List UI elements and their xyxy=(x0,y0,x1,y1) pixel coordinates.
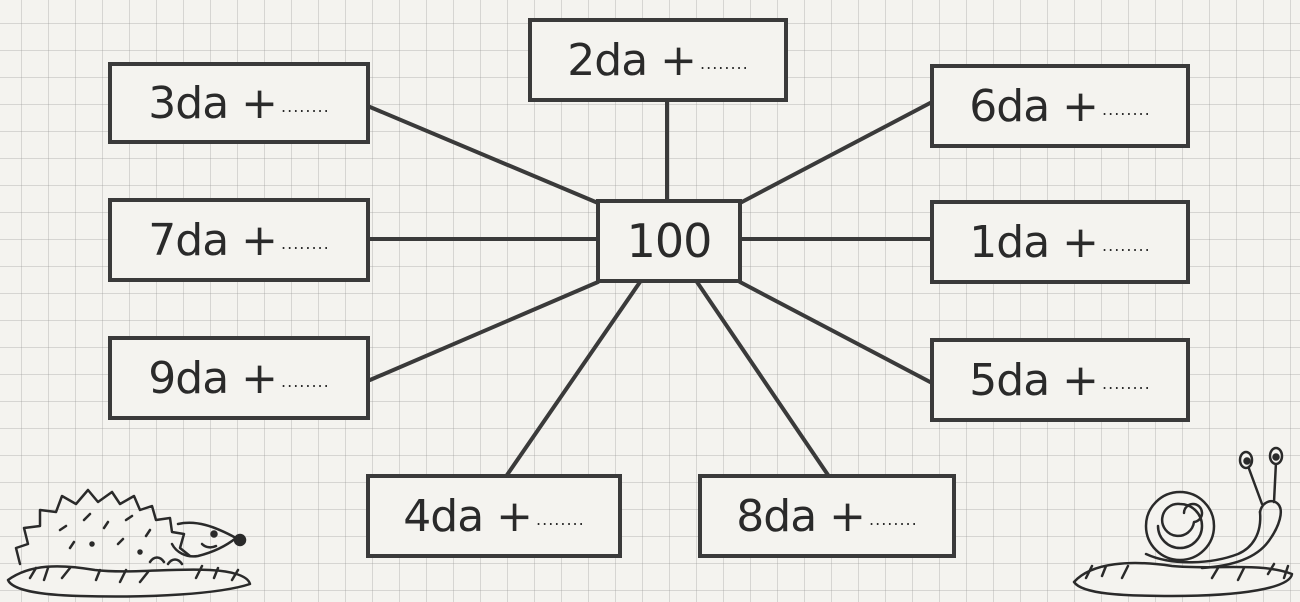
answer-blank[interactable]: ........ xyxy=(1102,235,1151,255)
answer-blank[interactable]: ........ xyxy=(536,509,585,529)
hedgehog-illustration xyxy=(6,488,252,598)
answer-blank[interactable]: ........ xyxy=(281,371,330,391)
answer-blank[interactable]: ........ xyxy=(1102,99,1151,119)
answer-blank[interactable]: ........ xyxy=(281,96,330,116)
line-to-8da xyxy=(695,280,830,477)
box-label: 4da +........ xyxy=(403,490,585,542)
box-7da: 7da +........ xyxy=(108,198,370,282)
center-value: 100 xyxy=(626,214,713,268)
box-label: 2da +........ xyxy=(567,34,749,86)
center-box: 100 xyxy=(596,199,742,283)
box-3da: 3da +........ xyxy=(108,62,370,144)
box-label: 9da +........ xyxy=(148,352,330,404)
box-label: 8da +........ xyxy=(736,490,918,542)
answer-blank[interactable]: ........ xyxy=(869,509,918,529)
line-to-6da xyxy=(738,100,934,205)
box-label: 6da +........ xyxy=(969,80,1151,132)
answer-blank[interactable]: ........ xyxy=(281,233,330,253)
box-label: 5da +........ xyxy=(969,354,1151,406)
answer-blank[interactable]: ........ xyxy=(700,53,749,73)
box-9da: 9da +........ xyxy=(108,336,370,420)
snail-illustration xyxy=(1072,446,1294,598)
box-label: 7da +........ xyxy=(148,214,330,266)
line-to-5da xyxy=(738,280,934,385)
box-label: 3da +........ xyxy=(148,77,330,129)
line-to-4da xyxy=(505,280,642,477)
box-6da: 6da +........ xyxy=(930,64,1190,148)
box-4da: 4da +........ xyxy=(366,474,622,558)
box-8da: 8da +........ xyxy=(698,474,956,558)
answer-blank[interactable]: ........ xyxy=(1102,373,1151,393)
box-1da: 1da +........ xyxy=(930,200,1190,284)
line-to-9da xyxy=(368,280,600,382)
box-5da: 5da +........ xyxy=(930,338,1190,422)
box-2da: 2da +........ xyxy=(528,18,788,102)
line-to-3da xyxy=(368,105,600,205)
box-label: 1da +........ xyxy=(969,216,1151,268)
